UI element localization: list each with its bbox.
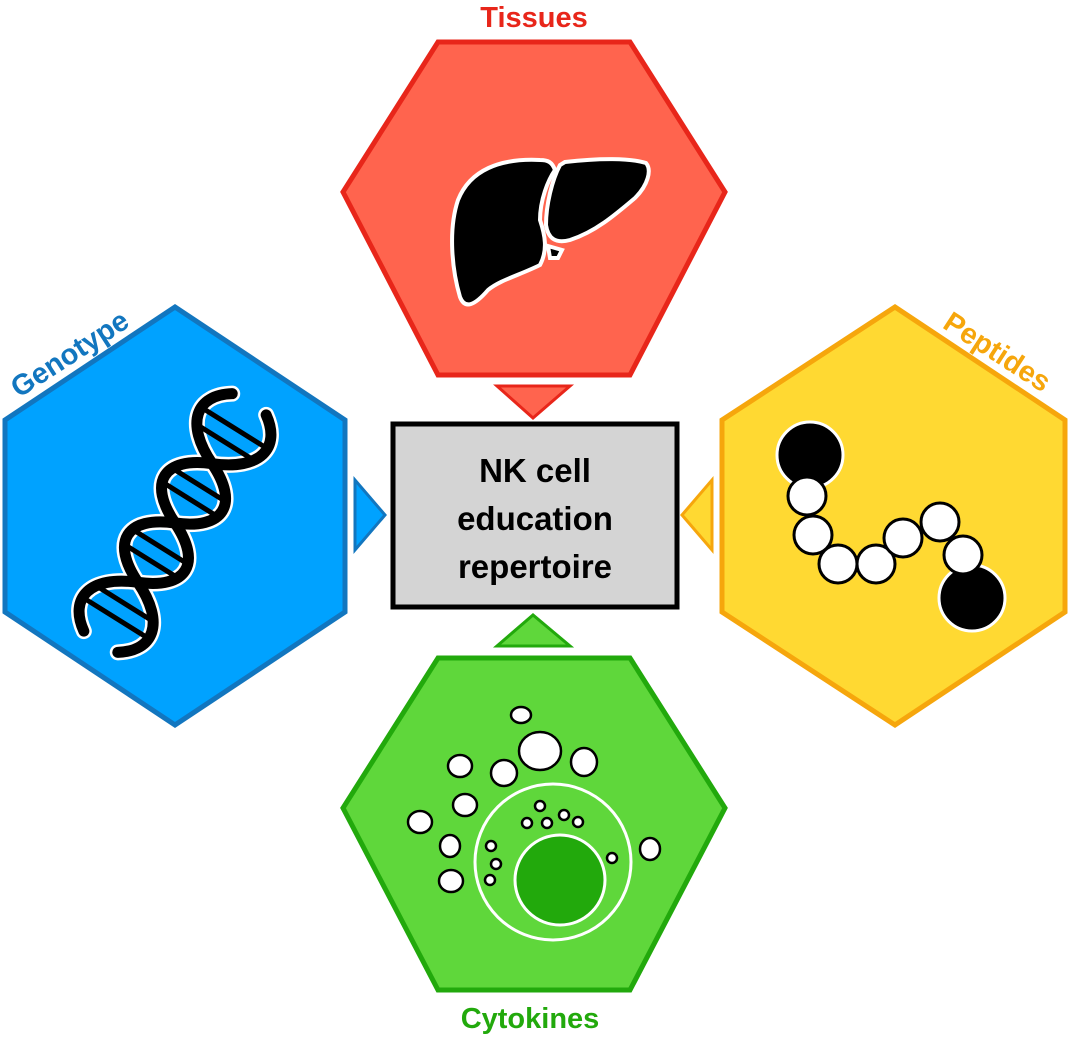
peptides-arrow bbox=[680, 475, 714, 555]
cytokines-label: Cytokines bbox=[461, 1003, 600, 1035]
cytokines-arrow bbox=[492, 613, 575, 648]
genotype-arrow bbox=[353, 475, 387, 555]
tissues-node: Tissues bbox=[340, 2, 728, 420]
tissues-label: Tissues bbox=[480, 2, 587, 34]
center-box: NK cell education repertoire bbox=[390, 421, 680, 610]
genotype-node: Genotype bbox=[2, 303, 387, 729]
center-line-1: NK cell bbox=[479, 452, 591, 489]
center-line-3: repertoire bbox=[458, 548, 612, 585]
liver-icon bbox=[450, 157, 651, 307]
cell-secreting-icon bbox=[406, 705, 662, 942]
tissues-arrow bbox=[493, 384, 575, 420]
dna-icon bbox=[71, 385, 279, 661]
peptides-node: Peptides bbox=[680, 304, 1068, 728]
cytokines-hexagon bbox=[340, 655, 728, 993]
peptide-chain-icon bbox=[775, 420, 1007, 633]
cytokines-node: Cytokines bbox=[340, 613, 728, 1035]
center-line-2: education bbox=[457, 500, 613, 537]
